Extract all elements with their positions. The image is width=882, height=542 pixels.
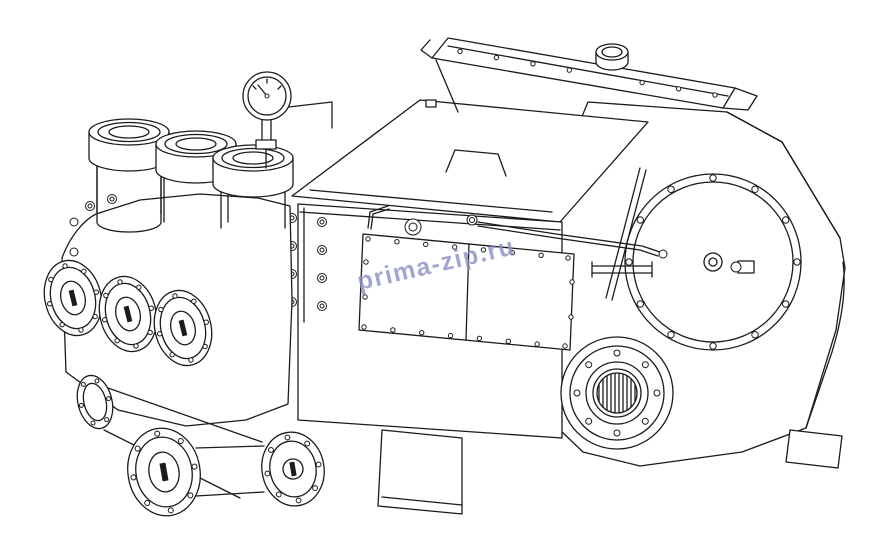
top-inclined-cover — [420, 37, 758, 111]
drawing-root: prima-zip.ru — [35, 37, 846, 517]
suction-manifold — [76, 374, 325, 517]
plunger-cylinders — [88, 118, 294, 233]
crankcase-lid — [291, 59, 649, 223]
manifold-flange-main — [127, 427, 201, 517]
drive-shaft — [560, 336, 674, 450]
lid-handle — [445, 149, 507, 177]
manifold-flange-left — [76, 374, 114, 430]
crankcase — [281, 203, 575, 439]
mounting-feet — [377, 429, 843, 515]
manifold-flange-right — [261, 431, 325, 507]
lube-piping — [367, 205, 668, 278]
inspection-plate — [358, 233, 575, 351]
pressure-gauge — [242, 71, 333, 169]
access-cover — [624, 173, 802, 351]
breather-cap — [595, 43, 629, 71]
